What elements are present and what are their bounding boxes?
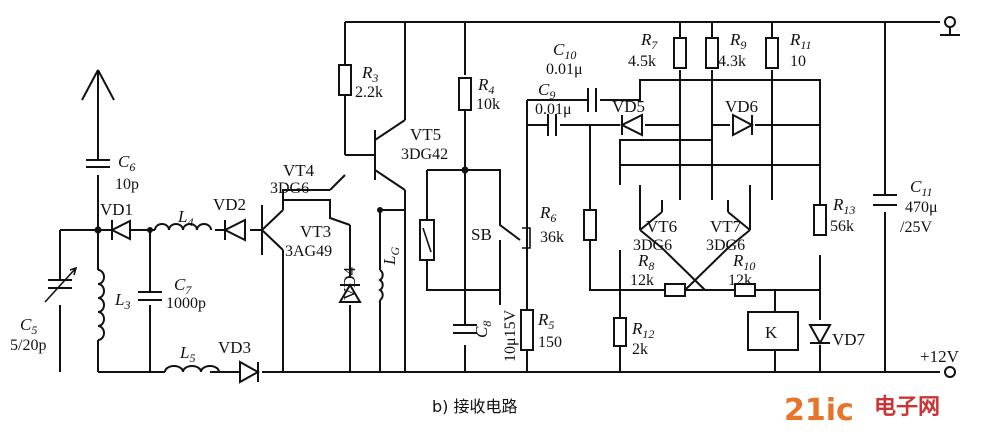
c8-label: C8 <box>472 321 494 338</box>
r13-label: R13 <box>832 195 855 217</box>
vt7-label: VT7 <box>710 217 742 236</box>
watermark-site: 电子网 <box>874 395 940 420</box>
vd5-label: VD5 <box>612 97 645 116</box>
k-label: K <box>765 323 778 342</box>
sb-label: SB <box>471 225 492 244</box>
c11-label: C11 <box>910 177 932 199</box>
r12-label: R12 <box>631 319 654 341</box>
r11-label: R11 <box>789 30 812 52</box>
r4-label: R4 <box>477 75 494 97</box>
c7-value: 1000p <box>166 295 206 312</box>
lg-label: LG <box>380 247 402 266</box>
r7-value: 4.5k <box>628 53 656 70</box>
r3-label: R3 <box>361 63 378 85</box>
vt7-type: 3DG6 <box>706 237 745 254</box>
c9-label: C9 <box>538 80 555 102</box>
c11-value2: /25V <box>900 219 932 236</box>
r6-value: 36k <box>540 229 564 246</box>
r9-value: 4.3k <box>718 53 746 70</box>
r5-value: 150 <box>538 334 562 351</box>
l5-label: L5 <box>179 343 195 365</box>
watermark-brand: 21ic <box>784 393 854 428</box>
c9-value: 0.01μ <box>535 101 572 118</box>
vt6-type: 3DG6 <box>633 237 672 254</box>
c10-label: C10 <box>553 40 576 62</box>
junctions <box>94 166 469 234</box>
r7-label: R7 <box>640 30 658 52</box>
plus12v-terminal <box>944 366 956 378</box>
r5-label: R5 <box>537 310 554 332</box>
r9-label: R9 <box>729 30 746 52</box>
inductor-symbols <box>97 223 384 373</box>
resistor-symbols <box>338 37 827 351</box>
vt6-label: VT6 <box>646 217 677 236</box>
vd4-label: VD4 <box>340 266 359 300</box>
r12-value: 2k <box>632 341 648 358</box>
l4-label: L4 <box>177 207 193 229</box>
c7-label: C7 <box>174 275 192 297</box>
switch-sb <box>522 227 531 249</box>
c8-value: 10μ15V <box>502 309 519 362</box>
r10-value: 12k <box>728 272 752 289</box>
capacitor-symbols <box>44 88 897 334</box>
r6-label: R6 <box>539 203 556 225</box>
r8-label: R8 <box>637 251 654 273</box>
r4-value: 10k <box>476 96 500 113</box>
vt5-type: 3DG42 <box>401 146 448 163</box>
vd3-label: VD3 <box>218 338 251 357</box>
r10-label: R10 <box>732 251 755 273</box>
c6-value: 10p <box>115 176 139 193</box>
vt3-type: 3AG49 <box>285 243 332 260</box>
vd2-label: VD2 <box>213 195 246 214</box>
c6-label: C6 <box>118 152 135 174</box>
r11-value: 10 <box>790 53 806 70</box>
watermark-logo: 21ic 电子网 <box>784 393 940 428</box>
supply-terminal <box>944 16 956 28</box>
vd7-label: VD7 <box>832 330 866 349</box>
c5-value: 5/20p <box>10 337 46 354</box>
c5-label: C5 <box>20 315 37 337</box>
antenna-icon <box>81 69 115 102</box>
c11-value: 470μ <box>905 199 938 216</box>
vd1-label: VD1 <box>100 200 133 219</box>
relay-k <box>747 311 799 351</box>
vt3-label: VT3 <box>300 222 331 241</box>
vt4-label: VT4 <box>283 161 315 180</box>
l3-label: L3 <box>114 290 130 312</box>
vt4-type: 3DG6 <box>270 180 309 197</box>
wiring <box>59 21 960 373</box>
vd6-label: VD6 <box>725 97 758 116</box>
c10-value: 0.01μ <box>546 61 583 78</box>
r13-value: 56k <box>830 218 854 235</box>
r3-value: 2.2k <box>355 84 383 101</box>
vt5-label: VT5 <box>410 125 441 144</box>
figure-caption: b) 接收电路 <box>432 397 518 416</box>
supply-label: +12V <box>920 347 960 366</box>
diode-symbols <box>109 113 832 384</box>
r8-value: 12k <box>630 272 654 289</box>
